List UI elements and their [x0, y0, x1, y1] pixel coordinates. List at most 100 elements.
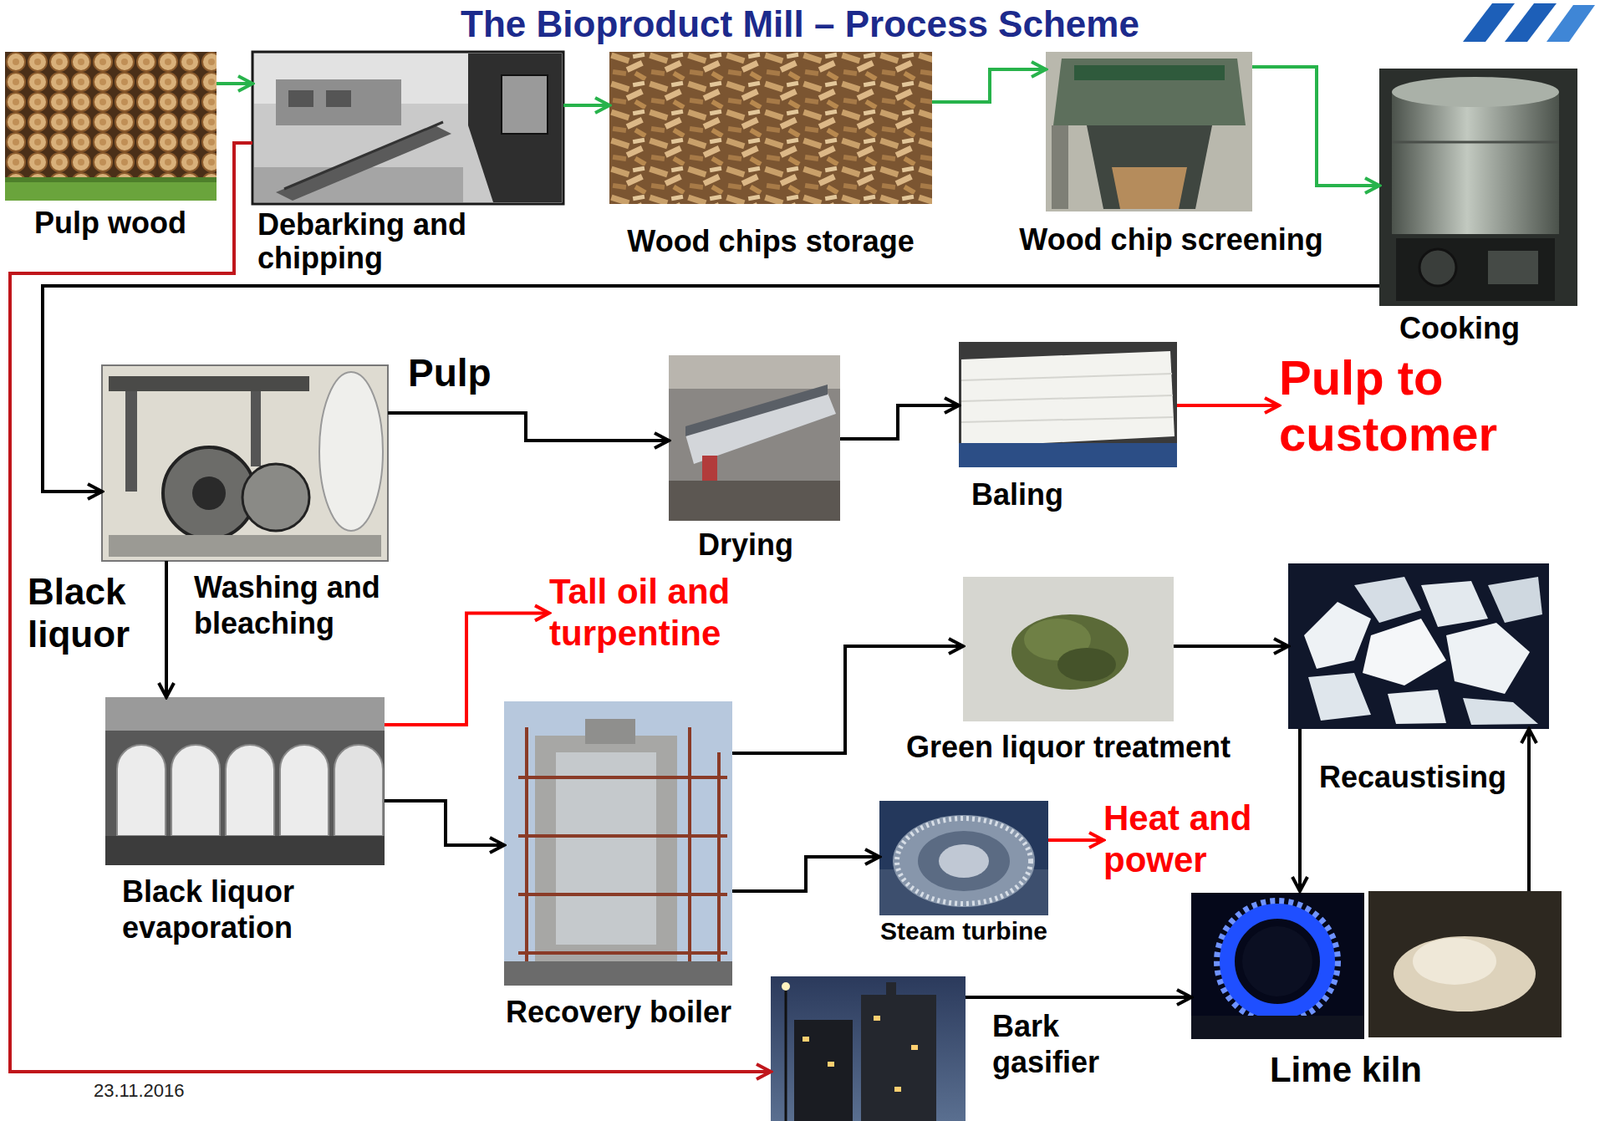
lime-kiln-flame-photo — [1191, 892, 1365, 1040]
drying-photo — [702, 455, 718, 481]
chip-screening-photo — [1045, 51, 1253, 212]
process-step: Recaustising — [1288, 563, 1550, 729]
digester-photo — [1419, 249, 1457, 286]
lime-powder-photo — [1393, 936, 1536, 1012]
lime-kiln-flame-photo — [1227, 911, 1328, 1012]
digester-photo — [1379, 68, 1578, 306]
digester-photo — [1391, 91, 1560, 235]
evaporation-photo — [171, 744, 220, 836]
washing-photo — [242, 463, 310, 531]
digester-photo — [1391, 141, 1560, 144]
bark-gasifier-photo — [770, 976, 966, 1121]
step-label: Bark gasifier — [992, 1008, 1118, 1081]
flow-arrow — [1173, 644, 1289, 648]
step-label: Debarking and chipping — [257, 208, 492, 275]
evaporation-photo — [105, 697, 385, 866]
debarking-photo — [252, 51, 564, 204]
step-label: Cooking — [1399, 310, 1520, 346]
diagram-title: The Bioproduct Mill – Process Scheme — [460, 3, 1140, 46]
drying-photo — [668, 480, 841, 521]
company-logo — [1504, 3, 1557, 42]
process-step: Drying — [668, 355, 841, 521]
washing-photo — [108, 535, 382, 557]
edge-label-holder: Pulp — [407, 351, 492, 396]
recaustising-photo — [1354, 576, 1422, 623]
baling-photo — [961, 417, 1174, 423]
chip-screening-photo — [1111, 167, 1188, 209]
pulp-wood-photo — [5, 51, 217, 179]
evaporation-photo — [280, 744, 329, 836]
steam-turbine-photo — [896, 818, 1031, 904]
flow-arrow — [732, 856, 880, 892]
bark-gasifier-photo — [911, 1044, 918, 1050]
bark-gasifier-photo — [802, 1036, 810, 1042]
bark-gasifier-photo — [894, 1086, 902, 1092]
output-text: Tall oil and turpentine — [549, 570, 800, 656]
recaustising-photo — [1288, 563, 1550, 729]
flow-arrow — [965, 995, 1192, 999]
flow-arrow — [384, 800, 505, 846]
step-label: Washing and bleaching — [193, 569, 395, 642]
bark-gasifier-photo — [827, 1061, 835, 1067]
step-label: Steam turbine — [880, 917, 1048, 947]
green-liquor-photo — [1057, 647, 1116, 682]
drying-photo — [685, 384, 828, 437]
baling-photo — [961, 373, 1172, 381]
edge-label-holder: Black liquor — [27, 570, 153, 656]
process-step: Cooking — [1379, 68, 1578, 306]
recovery-boiler-photo — [504, 701, 733, 986]
evaporation-photo — [334, 744, 383, 836]
bark-gasifier-photo — [873, 1015, 881, 1021]
recovery-boiler-photo — [555, 752, 657, 945]
recaustising-photo — [1462, 698, 1539, 725]
baling-photo — [961, 395, 1173, 402]
flow-arrow — [164, 560, 169, 698]
flow-arrow — [840, 405, 959, 439]
recovery-boiler-photo — [518, 951, 728, 955]
recaustising-photo — [1304, 601, 1371, 669]
recaustising-photo — [1421, 580, 1488, 627]
pulp-wood-photo — [5, 177, 217, 183]
wood-chips-photo — [609, 51, 933, 204]
recaustising-photo — [1446, 622, 1530, 694]
product-output: Pulp to customer — [1278, 350, 1564, 462]
flow-arrow — [1527, 728, 1531, 892]
process-step: Wood chips storage — [609, 51, 933, 204]
pulp-wood-photo — [5, 51, 217, 201]
lime-powder-photo — [1368, 891, 1562, 1038]
step-label: Wood chip screening — [1019, 222, 1323, 257]
process-step: Wood chip screening — [1045, 51, 1253, 212]
step-label: Lime kiln — [1269, 1049, 1422, 1091]
recaustising-photo — [1308, 672, 1371, 721]
recovery-boiler-photo — [535, 735, 678, 970]
flow-arrow — [216, 81, 253, 86]
evaporation-photo — [225, 744, 275, 836]
flow-arrow — [1177, 403, 1279, 408]
flow-arrow — [384, 612, 550, 725]
chip-screening-photo — [1053, 58, 1246, 126]
lime-kiln-flame-photo — [1191, 1015, 1365, 1040]
lime-kiln-flame-photo — [1217, 901, 1338, 1022]
debarking-photo — [252, 51, 564, 204]
process-step: Washing and bleaching — [101, 365, 388, 561]
step-label: Recovery boiler — [505, 994, 732, 1030]
date-note: 23.11.2016 — [93, 1080, 184, 1101]
bark-gasifier-photo — [886, 982, 897, 999]
pulp-wood-photo — [5, 51, 217, 201]
bark-gasifier-photo — [794, 1019, 853, 1121]
chip-screening-photo — [1045, 51, 1253, 212]
chip-screening-photo — [1086, 125, 1213, 209]
steam-turbine-photo — [879, 800, 1049, 916]
process-step: Pulp wood — [5, 51, 217, 201]
green-liquor-photo — [1011, 614, 1129, 690]
title-holder: The Bioproduct Mill – Process Scheme — [0, 3, 1600, 46]
recovery-boiler-photo — [518, 834, 728, 838]
digester-photo — [1487, 250, 1539, 285]
digester-photo — [1391, 76, 1560, 108]
chip-screening-photo — [1074, 65, 1225, 81]
product-output: Heat and power — [1103, 797, 1271, 882]
bark-gasifier-photo — [781, 982, 790, 991]
process-step: Recovery boiler — [504, 701, 733, 986]
